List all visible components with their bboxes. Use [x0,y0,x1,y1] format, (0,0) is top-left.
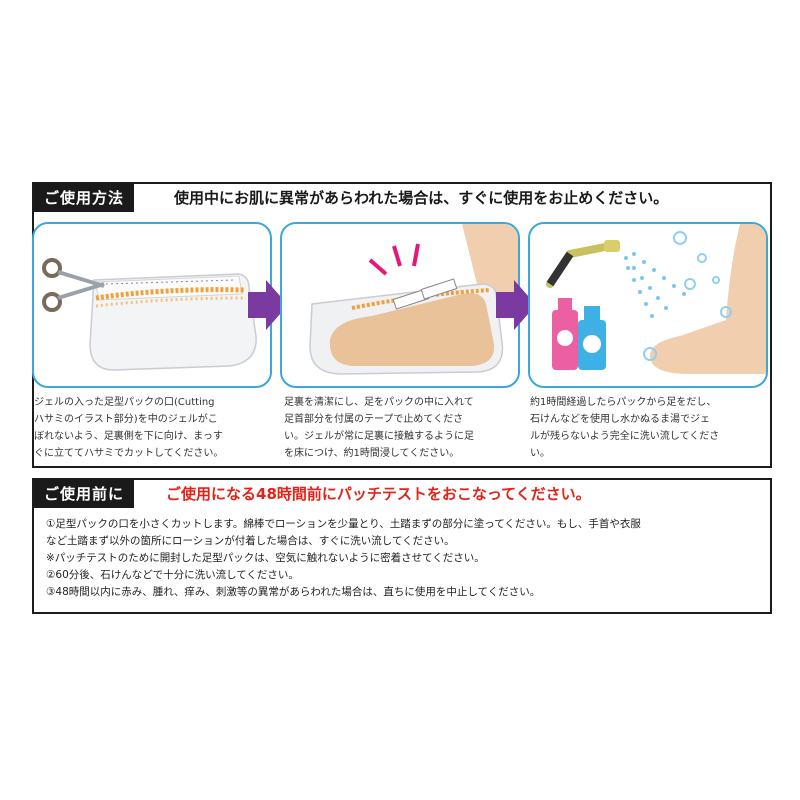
step-3-line: 石けんなどを使用し水かぬるま湯でジェ [530,414,710,425]
step-1-line: ジェルの入った足型パックの口(Cutting [34,397,215,408]
step-3-line: い。 [530,448,550,459]
step-1-line: ハサミのイラスト部分)を中のジェルがこ [34,414,218,425]
arrow-right-icon [248,280,288,330]
note-line: など土踏まず以外の箇所にローションが付着した場合は、すぐに洗い流してください。 [46,535,455,547]
step-3-line: ルが残らないよう完全に洗い流してくださ [530,431,720,442]
usage-warning: 使用中にお肌に異常があらわれた場合は、すぐに使用をお止めください。 [174,189,669,207]
step-1-line: ぐに立ててハサミでカットしてください。 [34,448,224,459]
washing-foot-illustration [546,224,766,374]
scissors-icon [42,258,105,312]
patch-test-notes: ①足型パックの口を小さくカットします。綿棒でローションを少量とり、土踏まずの部分… [46,516,766,601]
usage-section: ご使用方法 使用中にお肌に異常があらわれた場合は、すぐに使用をお止めください。 [32,182,772,468]
step-2-line: 足裏を清潔にし、足をパックの中に入れて [284,397,474,408]
bottle-icon [552,298,606,370]
step-3-text: 約1時間経過したらパックから足をだし、 石けんなどを使用し水かぬるま湯でジェ ル… [530,394,766,462]
note-line: ①足型パックの口を小さくカットします。綿棒でローションを少量とり、土踏まずの部分… [46,518,641,530]
before-label: ご使用前に [34,480,135,508]
note-line: ②60分後、石けんなどで十分に洗い流してください。 [46,569,299,581]
step-3-line: 約1時間経過したらパックから足をだし、 [530,397,717,408]
foot-in-pack-illustration [309,224,518,375]
step-2-illustration [280,222,520,388]
step-1-text: ジェルの入った足型パックの口(Cutting ハサミのイラスト部分)を中のジェル… [34,394,270,462]
before-warning: ご使用になる48時間前にパッチテストをおこなってください。 [166,485,591,503]
step-2-line: 足首部分を付属のテープで止めてくださ [284,414,464,425]
step-1-illustration [32,222,272,388]
step-1-line: ぼれないよう、足裏側を下に向け、まっす [34,431,223,442]
usage-header: ご使用方法 使用中にお肌に異常があらわれた場合は、すぐに使用をお止めください。 [34,184,770,212]
foot-pack-cut-illustration [42,258,257,371]
step-2-line: い。ジェルが常に足裏に接触するように足 [284,431,474,442]
arrow-right-icon [496,280,536,330]
note-line: ③48時間以内に赤み、腫れ、痒み、刺激等の異常があらわれた場合は、直ちに使用を中… [46,586,541,598]
before-use-section: ご使用前に ご使用になる48時間前にパッチテストをおこなってください。 ①足型パ… [32,478,772,614]
note-line: ※パッチテストのために開封した足型パックは、空気に触れないように密着させてくださ… [46,552,485,564]
step-3-illustration [528,222,768,388]
step-2-text: 足裏を清潔にし、足をパックの中に入れて 足首部分を付属のテープで止めてくださ い… [284,394,520,462]
step-2-line: を床につけ、約1時間浸してください。 [284,448,460,459]
shower-icon [546,240,620,288]
before-header: ご使用前に ご使用になる48時間前にパッチテストをおこなってください。 [34,480,770,508]
usage-label: ご使用方法 [34,184,135,212]
